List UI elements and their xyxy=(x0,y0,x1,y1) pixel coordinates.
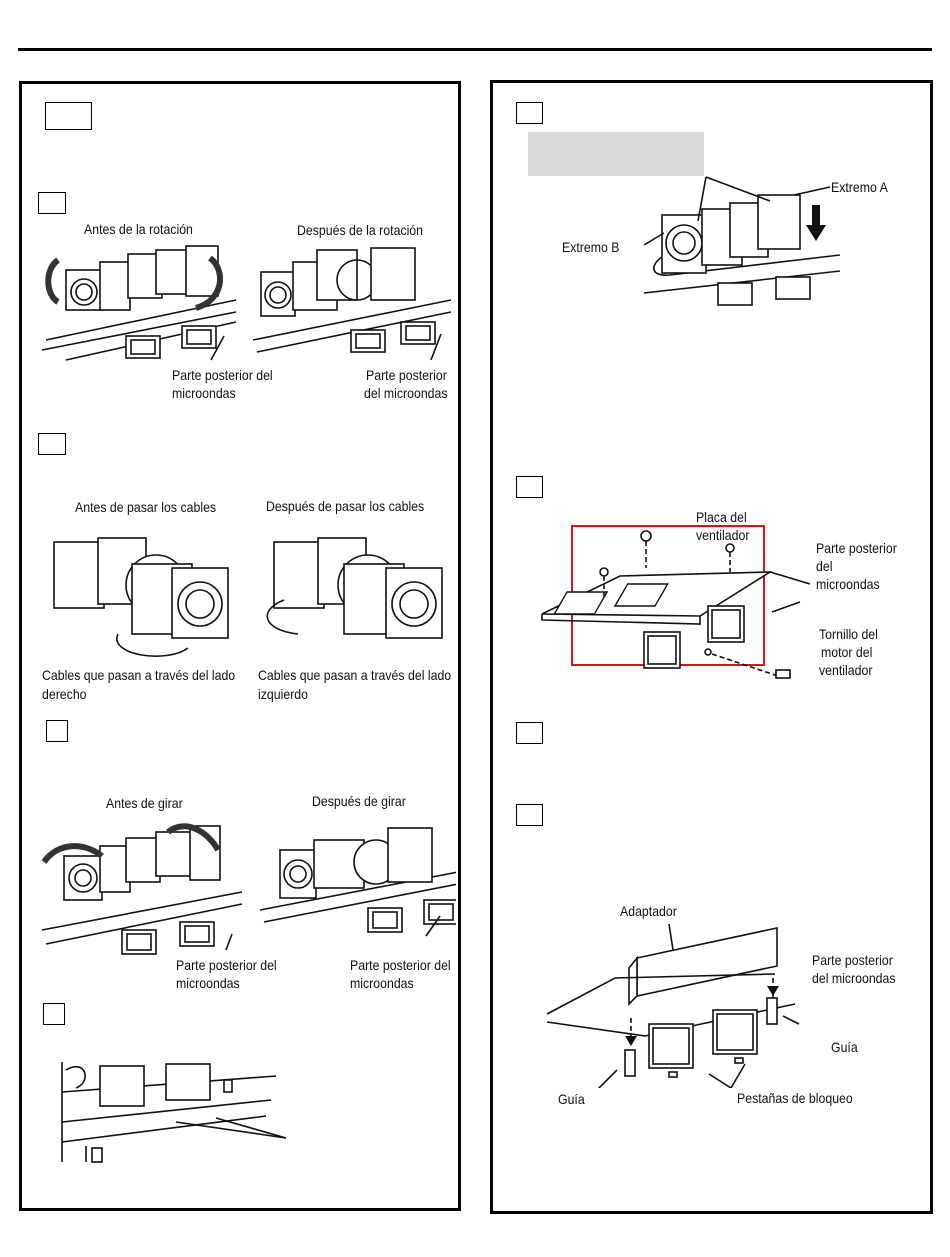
fig1-rear-left-label: Parte posterior del microondas xyxy=(172,367,273,401)
r-fig3-guide-right-label: Guía xyxy=(831,1039,858,1055)
fig3-rear-left-label-1: Parte posterior del xyxy=(176,957,277,973)
r-step-box-3 xyxy=(516,722,543,744)
r-fig3-rear-label-2: del microondas xyxy=(812,970,896,986)
right-panel xyxy=(490,80,933,1214)
r-fig1-fan-assembly-illustration xyxy=(610,165,840,310)
fig1-rear-right-label-2: del microondas xyxy=(364,385,448,401)
r-fig3-guide-left-label: Guía xyxy=(558,1091,585,1107)
r-step-box-1 xyxy=(516,102,543,124)
fig3-after-label: Después de girar xyxy=(312,793,406,809)
r-fig1-end-a-label: Extremo A xyxy=(831,179,888,195)
fig3-fan-turn-illustration xyxy=(36,812,456,962)
step-box-3 xyxy=(38,433,66,455)
fig3-before-label: Antes de girar xyxy=(106,795,183,811)
r-fig2-plate-label-1: Placa del xyxy=(696,509,747,525)
r-step-box-2 xyxy=(516,476,543,498)
r-fig2-screw-label-3: ventilador xyxy=(819,662,873,678)
fig3-rear-left-label-2: microondas xyxy=(176,975,240,991)
r-fig2-rear-label-2: del xyxy=(816,558,833,574)
r-fig3-rear-label-1: Parte posterior xyxy=(812,952,893,968)
r-fig1-end-b-label: Extremo B xyxy=(562,239,620,255)
fig2-caption-right-1: Cables que pasan a través del lado xyxy=(258,667,452,683)
r-fig3-adapter-illustration xyxy=(545,918,835,1088)
r-fig3-adapter-label: Adaptador xyxy=(620,903,677,919)
fig2-caption-left-1: Cables que pasan a través del lado xyxy=(42,667,236,683)
fig2-cable-routing-illustration xyxy=(48,530,448,665)
fig1-before-label: Antes de la rotación xyxy=(84,221,193,237)
r-fig2-fan-plate-illustration xyxy=(540,528,810,688)
r-fig3-tabs-label: Pestañas de bloqueo xyxy=(737,1090,853,1106)
step-box-4 xyxy=(46,720,68,742)
r-fig2-plate-label-2: ventilador xyxy=(696,527,750,543)
fig2-caption-right-2: izquierdo xyxy=(258,686,309,702)
r-gray-block xyxy=(528,132,704,176)
r-fig2-screw-label-2: motor del xyxy=(821,644,873,660)
step-box-2 xyxy=(38,192,66,214)
step-box-1 xyxy=(45,102,92,130)
fig2-before-label: Antes de pasar los cables xyxy=(75,499,217,515)
left-panel xyxy=(19,81,461,1211)
fig3-rear-right-label-1: Parte posterior del xyxy=(350,957,451,973)
r-step-box-4 xyxy=(516,804,543,826)
r-fig2-rear-label-1: Parte posterior xyxy=(816,540,897,556)
fig1-rear-right-label-1: Parte posterior xyxy=(366,367,447,383)
fig4-cabinet-illustration xyxy=(56,1052,296,1167)
fig1-fan-rotation-illustration xyxy=(36,240,456,380)
top-rule xyxy=(18,48,932,51)
fig3-rear-right-label-2: microondas xyxy=(350,975,414,991)
step-box-5 xyxy=(43,1003,65,1025)
fig1-after-label: Después de la rotación xyxy=(297,222,424,238)
r-fig2-rear-label-3: microondas xyxy=(816,576,880,592)
fig2-caption-left-2: derecho xyxy=(42,686,87,702)
r-fig2-screw-label-1: Tornillo del xyxy=(819,626,878,642)
fig2-after-label: Después de pasar los cables xyxy=(266,498,425,514)
